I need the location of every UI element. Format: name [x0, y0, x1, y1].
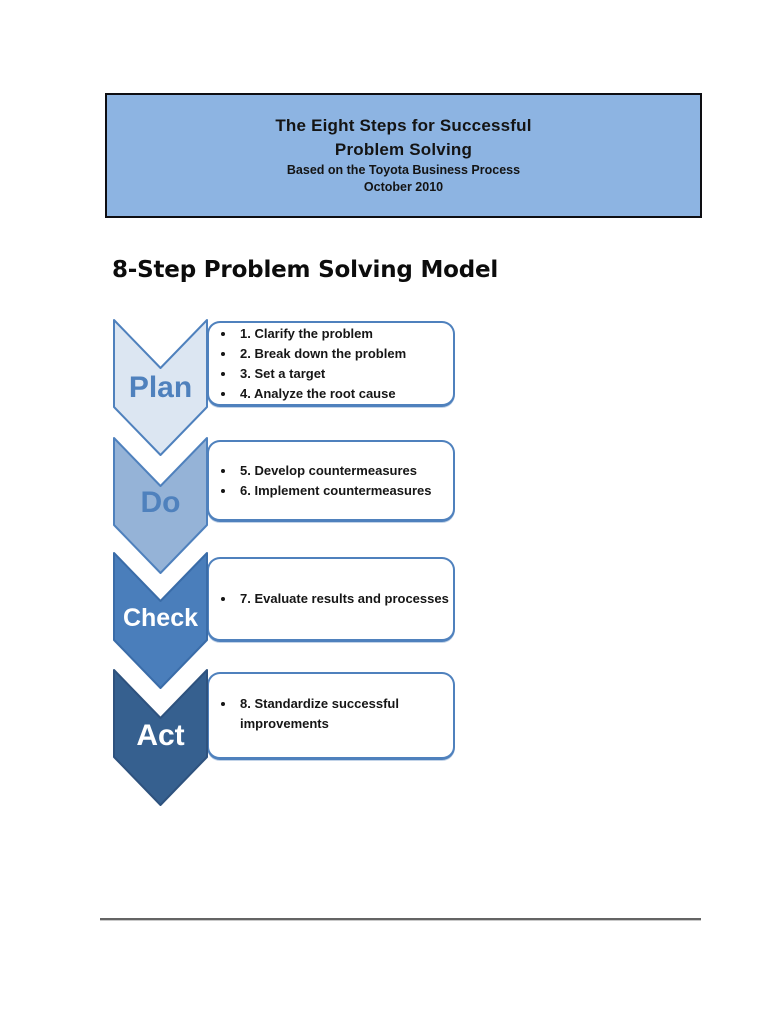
step-box-do: 5. Develop countermeasures 6. Implement …	[207, 440, 455, 522]
step-item: 2. Break down the problem	[236, 344, 453, 364]
check-item-list: 7. Evaluate results and processes	[209, 589, 453, 609]
chevron-do-shape	[113, 437, 208, 574]
act-item-list: 8. Standardize successful improvements	[209, 694, 414, 734]
chevron-act-shape	[113, 669, 208, 806]
pdca-chevron-diagram	[113, 319, 208, 806]
header-title-line1: The Eight Steps for Successful	[275, 116, 532, 135]
step-item: 4. Analyze the root cause	[236, 384, 453, 404]
step-box-act: 8. Standardize successful improvements	[207, 672, 455, 760]
header-date: October 2010	[363, 180, 444, 194]
step-item: 1. Clarify the problem	[236, 324, 453, 344]
step-box-check: 7. Evaluate results and processes	[207, 557, 455, 642]
do-item-list: 5. Develop countermeasures 6. Implement …	[209, 461, 453, 501]
step-label-do: Do	[140, 486, 181, 519]
step-box-plan: 1. Clarify the problem 2. Break down the…	[207, 321, 455, 407]
step-label-plan: Plan	[128, 371, 193, 404]
footer-divider	[100, 918, 701, 921]
header-title-line2: Problem Solving	[334, 140, 473, 159]
step-label-check: Check	[122, 604, 199, 632]
chevron-check-shape	[113, 552, 208, 689]
plan-item-list: 1. Clarify the problem 2. Break down the…	[209, 324, 453, 404]
chevron-plan-shape	[113, 319, 208, 456]
step-item: 6. Implement countermeasures	[236, 481, 453, 501]
header-subtitle: Based on the Toyota Business Process	[286, 163, 521, 177]
step-item: 8. Standardize successful improvements	[236, 694, 414, 734]
step-label-act: Act	[136, 719, 185, 752]
step-item: 3. Set a target	[236, 364, 453, 384]
step-item: 5. Develop countermeasures	[236, 461, 453, 481]
header-banner: The Eight Steps for Successful Problem S…	[105, 93, 702, 218]
step-item: 7. Evaluate results and processes	[236, 589, 453, 609]
section-heading: 8-Step Problem Solving Model	[112, 257, 499, 283]
